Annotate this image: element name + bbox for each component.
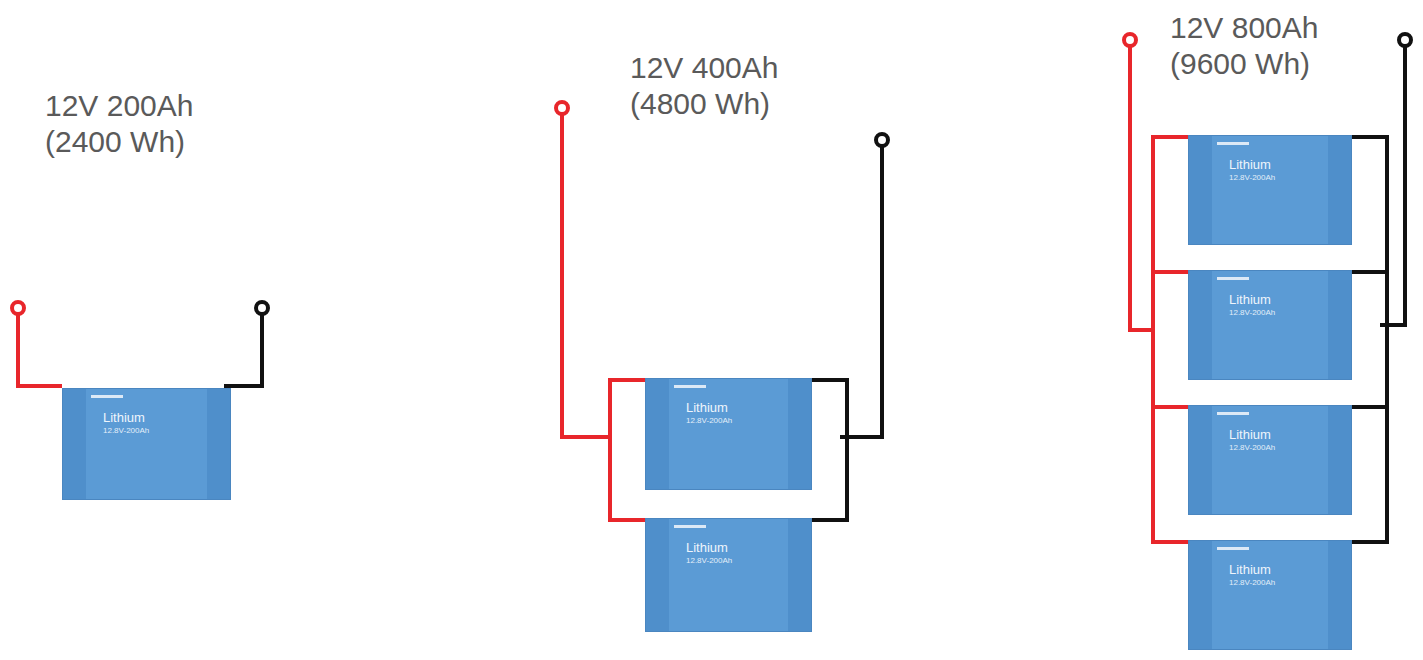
negative-wire (1352, 407, 1387, 542)
battery-type: Lithium (686, 401, 811, 415)
battery-rating: 12.8V-200Ah (1229, 308, 1351, 318)
positive-terminal (1124, 34, 1136, 46)
battery-type: Lithium (1229, 428, 1351, 442)
battery-box: Lithium12.8V-200Ah (1188, 270, 1352, 380)
brand-strip (1217, 142, 1249, 145)
battery-type: Lithium (103, 411, 230, 425)
capacity-label: 12V 800Ah (9600 Wh) (1170, 10, 1355, 82)
negative-terminal (876, 134, 888, 146)
positive-lead (1130, 46, 1153, 330)
battery-rating: 12.8V-200Ah (686, 556, 811, 566)
battery-rating: 12.8V-200Ah (686, 416, 811, 426)
battery-type: Lithium (1229, 293, 1351, 307)
negative-lead (224, 314, 262, 386)
battery-type: Lithium (686, 541, 811, 555)
negative-terminal (256, 302, 268, 314)
negative-wire (1352, 137, 1387, 272)
brand-strip (674, 385, 706, 388)
battery-box: Lithium12.8V-200Ah (645, 378, 812, 490)
brand-strip (91, 395, 123, 398)
positive-wire (610, 380, 645, 520)
battery-type: Lithium (1229, 563, 1351, 577)
brand-strip (1217, 412, 1249, 415)
positive-terminal (556, 102, 568, 114)
battery-rating: 12.8V-200Ah (103, 426, 230, 436)
positive-wire (1153, 137, 1188, 272)
battery-rating: 12.8V-200Ah (1229, 578, 1351, 588)
brand-strip (1217, 277, 1249, 280)
battery-type: Lithium (1229, 158, 1351, 172)
positive-lead (562, 114, 610, 437)
battery-rating: 12.8V-200Ah (1229, 443, 1351, 453)
battery-box: Lithium12.8V-200Ah (1188, 540, 1352, 650)
battery-box: Lithium12.8V-200Ah (1188, 135, 1352, 245)
negative-wire (812, 380, 847, 520)
capacity-label: 12V 200Ah (2400 Wh) (45, 88, 230, 160)
battery-box: Lithium12.8V-200Ah (1188, 405, 1352, 515)
positive-terminal (12, 302, 24, 314)
negative-lead (1380, 46, 1405, 325)
brand-strip (674, 525, 706, 528)
battery-box: Lithium12.8V-200Ah (62, 388, 231, 500)
capacity-label: 12V 400Ah (4800 Wh) (630, 50, 815, 122)
battery-rating: 12.8V-200Ah (1229, 173, 1351, 183)
negative-wire (1352, 272, 1387, 407)
negative-terminal (1399, 34, 1411, 46)
positive-lead (18, 314, 62, 386)
positive-wire (1153, 272, 1188, 407)
positive-wire (1153, 407, 1188, 542)
battery-box: Lithium12.8V-200Ah (645, 518, 812, 632)
brand-strip (1217, 547, 1249, 550)
